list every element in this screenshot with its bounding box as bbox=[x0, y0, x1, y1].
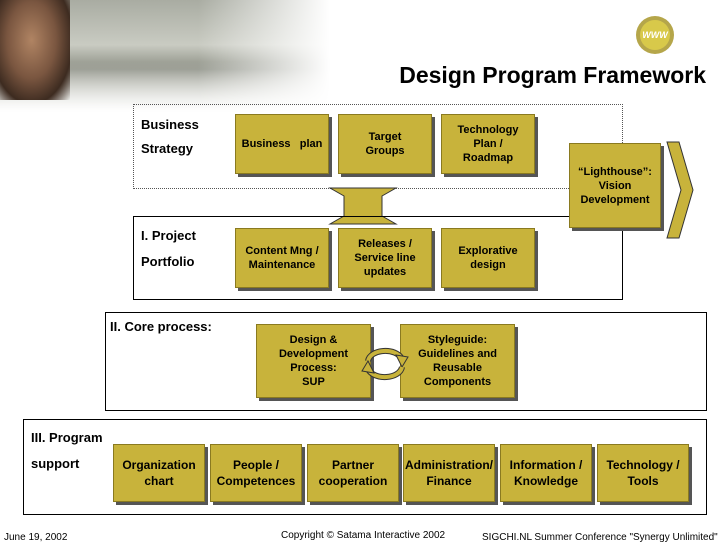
double-arrow-icon bbox=[328, 187, 398, 225]
core-label: II. Core process: bbox=[110, 319, 212, 334]
footer-copyright: Copyright © Satama Interactive 2002 bbox=[281, 530, 446, 541]
information-knowledge-box: Information / Knowledge bbox=[500, 444, 592, 502]
footer-conference: SIGCHI.NL Summer Conference "Synergy Unl… bbox=[482, 532, 718, 543]
logo-text: WWW bbox=[640, 20, 670, 50]
program-support-band bbox=[23, 419, 707, 515]
business-plan-box: Business plan bbox=[235, 114, 329, 174]
person-photo bbox=[0, 0, 70, 100]
target-groups-box: Target Groups bbox=[338, 114, 432, 174]
footer-date: June 19, 2002 bbox=[4, 532, 68, 543]
technology-tools-box: Technology / Tools bbox=[597, 444, 689, 502]
administration-finance-box: Administration/ Finance bbox=[403, 444, 495, 502]
design-process-box: Design & Development Process: SUP bbox=[256, 324, 371, 398]
project-portfolio-band bbox=[133, 216, 623, 300]
chevron-right-icon bbox=[666, 141, 694, 239]
cycle-arrows-icon bbox=[361, 348, 409, 380]
technology-plan-box: Technology Plan / Roadmap bbox=[441, 114, 535, 174]
project-label-line1: I. Project bbox=[141, 228, 196, 243]
project-label-line2: Portfolio bbox=[141, 254, 195, 269]
content-mng-box: Content Mng / Maintenance bbox=[235, 228, 329, 288]
people-competences-box: People / Competences bbox=[210, 444, 302, 502]
business-label-line1: Business bbox=[141, 117, 199, 132]
lighthouse-box: “Lighthouse”: Vision Development bbox=[569, 143, 661, 228]
explorative-design-box: Explorative design bbox=[441, 228, 535, 288]
organization-chart-box: Organization chart bbox=[113, 444, 205, 502]
support-label-line2: support bbox=[31, 456, 80, 471]
releases-box: Releases / Service line updates bbox=[338, 228, 432, 288]
business-label-line2: Strategy bbox=[141, 141, 194, 156]
support-label-line1: III. Program bbox=[31, 430, 103, 445]
logo-icon: WWW bbox=[636, 16, 674, 54]
page-title: Design Program Framework bbox=[399, 62, 706, 88]
partner-cooperation-box: Partner cooperation bbox=[307, 444, 399, 502]
styleguide-box: Styleguide: Guidelines and Reusable Comp… bbox=[400, 324, 515, 398]
core-process-band bbox=[105, 312, 707, 411]
